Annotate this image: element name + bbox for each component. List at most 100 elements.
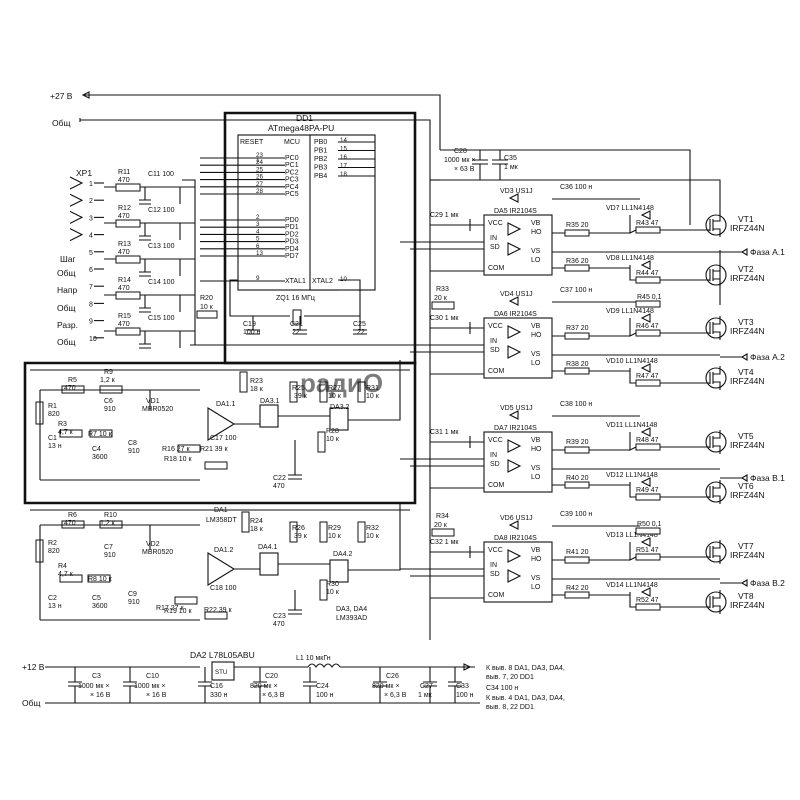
mcu-support-label: C19 (243, 321, 256, 328)
filter-cap-label: C14 100 (148, 279, 175, 286)
r45-label: R45 0,1 (637, 294, 662, 301)
sense-bottom-label: R30 (326, 581, 339, 588)
mcu-pin-number: 13 (256, 250, 263, 257)
xp1-pin-number: 10 (89, 336, 97, 343)
driver-vcc-wire (430, 322, 484, 334)
sense-bottom-label: C9 (128, 591, 137, 598)
filter-resistor-value: 470 (118, 249, 130, 256)
input-cap-label: C30 1 мк (430, 315, 459, 322)
sense-bottom-label: DA3, DA4 (336, 606, 367, 613)
filter-resistor (115, 183, 141, 192)
note-line-2: выв. 7, 20 DD1 (486, 674, 534, 681)
sense-top-label: DA1.1 (216, 401, 236, 408)
phase-arrow (740, 353, 748, 361)
mcu-pin-label: XTAL2 (312, 278, 333, 285)
driver-buffer (507, 549, 522, 583)
filter-bus (182, 179, 196, 345)
bottom-cap-label: × 6,3 В (384, 692, 407, 699)
sense-top-label: 470 (273, 483, 285, 490)
bootstrap-diode-label: VD3 US1J (500, 188, 533, 195)
sense-bottom-label: R4 (58, 563, 67, 570)
note-line-3: К выв. 4 DA1, DA3, DA4, (486, 695, 565, 702)
rail-12v-label: +12 В (22, 662, 45, 672)
pin-sd: SD (490, 571, 500, 578)
sense-top-label: 910 (128, 448, 140, 455)
label-enable: Разр. (57, 320, 78, 330)
mcu-support-label: C21 (290, 321, 303, 328)
pin-vcc: VCC (488, 220, 503, 227)
pin-vs: VS (531, 351, 541, 358)
bottom-cap-label: 820 мк × (372, 683, 400, 690)
gate-discharge-label: R46 47 (636, 323, 659, 330)
gate-resistor-label: R41 20 (566, 549, 589, 556)
mosfet-symbol (705, 481, 727, 503)
sense-top-label: R31 (366, 385, 379, 392)
input-cap-label: C31 1 мк (430, 429, 459, 436)
driver-output-wires (552, 198, 720, 269)
sense-bottom-label: 3600 (92, 603, 108, 610)
bottom-cap-label: C24 (316, 683, 329, 690)
pin-vcc: VCC (488, 547, 503, 554)
sense-top-label: R9 (104, 369, 113, 376)
filter-resistor-value: 470 (118, 213, 130, 220)
bootstrap-diode-label: VD4 US1J (500, 291, 533, 298)
note-line-4: выв. 8, 22 DD1 (486, 704, 534, 711)
sense-bottom-label: MBR0520 (142, 549, 173, 556)
bottom-capacitor (448, 667, 462, 703)
sense-bottom-label: 10 к (326, 589, 340, 596)
mcu-pin-label: PC3 (285, 177, 299, 184)
mcu-pin-number: 18 (340, 171, 347, 178)
mcu-pin-label: PC4 (285, 184, 299, 191)
sense-bottom-label: R29 (328, 525, 341, 532)
gate-diode-label: VD7 LL1N4148 (606, 205, 654, 212)
gate-resistor-label: R42 20 (566, 585, 589, 592)
mcu-pin-number: 5 (256, 236, 260, 243)
sense-bottom-label: 4,7 к (58, 571, 74, 578)
bulk-cap-label: C35 (504, 155, 517, 162)
phase-label: Фаза B.2 (750, 578, 785, 588)
gate-diode-label: VD12 LL1N4148 (606, 472, 658, 479)
filter-wires (104, 186, 195, 205)
pin-ho: HO (531, 446, 542, 453)
gate-discharge-label: R43 47 (636, 220, 659, 227)
sense-top-label: R28 (326, 428, 339, 435)
filter-resistor-ref: R14 (118, 277, 131, 284)
gate-discharge-label: R52 47 (636, 597, 659, 604)
mosfet-part: IRFZ44N (730, 376, 764, 386)
mosfet-ref: VT7 (738, 541, 754, 551)
gate-resistor-label: R35 20 (566, 222, 589, 229)
sense-bottom-label: DA4.2 (333, 551, 353, 558)
filter-wires (104, 258, 195, 277)
sense-bottom-label: 470 (273, 621, 285, 628)
mcu-pin-label: PB1 (314, 148, 327, 155)
driver-output-wires (552, 525, 720, 596)
sense-top-label: 10 к (328, 393, 342, 400)
sense-top-label: 13 н (48, 443, 62, 450)
filter-resistor (115, 291, 141, 300)
bootstrap-cap-label: C36 100 н (560, 184, 592, 191)
sense-bottom-label: VD2 (146, 541, 160, 548)
sense-bottom-label: 39 к (294, 533, 308, 540)
sense-bottom-label: R24 (250, 518, 263, 525)
pin-com: COM (488, 368, 505, 375)
bootstrap-diode (508, 520, 519, 530)
sense-top-label: R5 (68, 377, 77, 384)
mcu-pin-label: XTAL1 (285, 278, 306, 285)
gate-diode (640, 477, 651, 487)
mcu-pin-number: 1 (256, 157, 260, 164)
mcu-dd1: DD1 ATmega48PA-PU RESET MCU PC0PC1PC2PC3… (190, 111, 417, 365)
bootstrap-cap-label: C37 100 н (560, 287, 592, 294)
driver-buffer (507, 325, 522, 359)
bulk-cap-label: × 63 В (454, 166, 475, 173)
mosfet-ref: VT6 (738, 481, 754, 491)
mosfet-symbol (705, 431, 727, 453)
power-rails: +27 В Общ +12 В Общ (22, 91, 691, 708)
pin-vcc: VCC (488, 437, 503, 444)
gate-resistor (564, 264, 590, 272)
phase-label: Фаза A.1 (750, 247, 785, 257)
